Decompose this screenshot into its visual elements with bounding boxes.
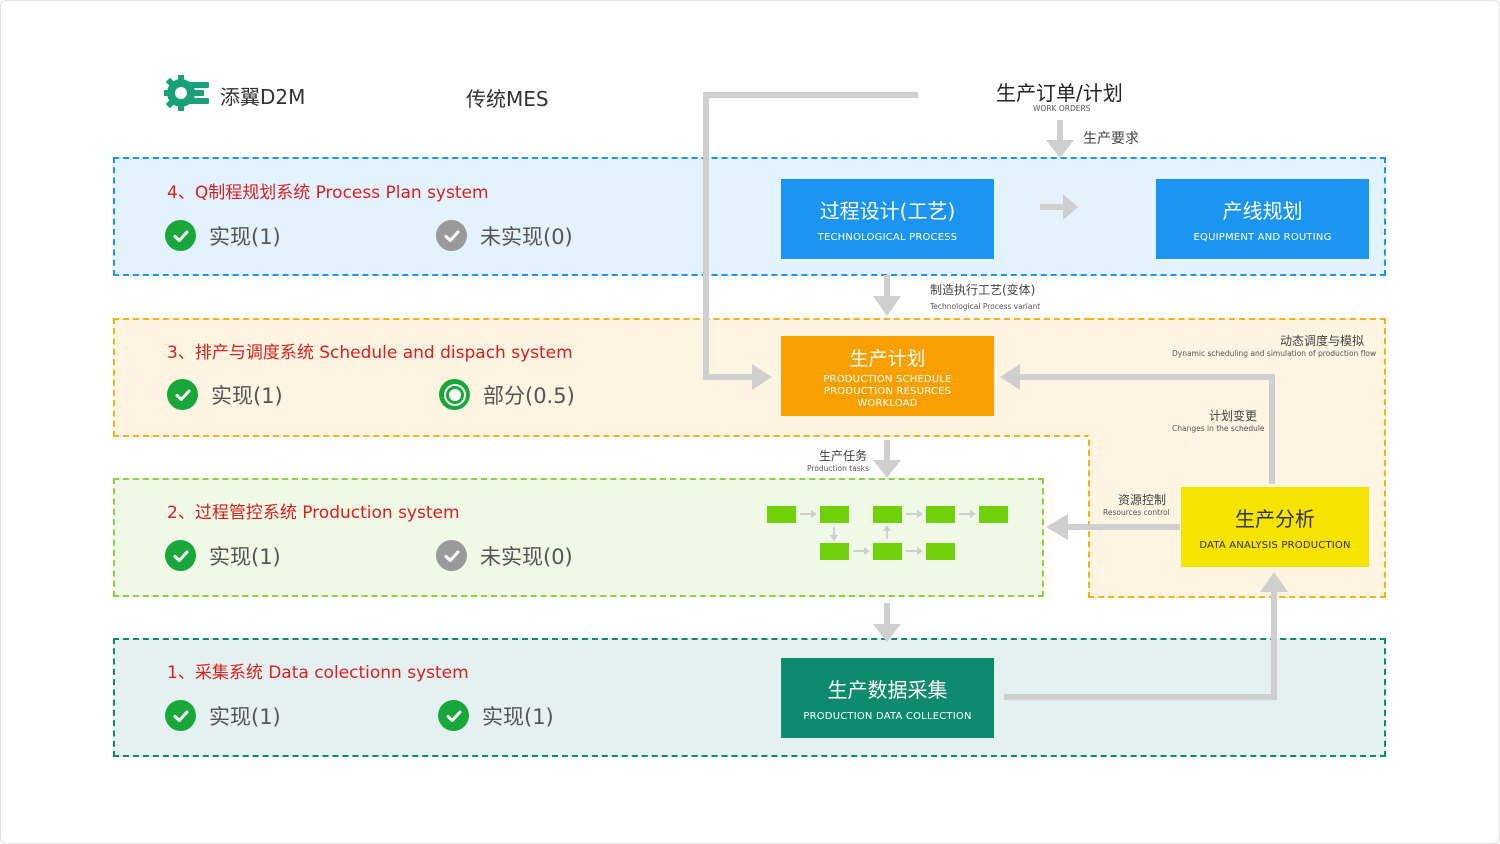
variant-label: 制造执行工艺(变体) [930, 283, 1036, 297]
block [873, 506, 902, 523]
resources-label: 资源控制 [1118, 493, 1167, 507]
box-title: 过程设计(工艺) [819, 199, 956, 223]
changes-label: 计划变更 [1209, 409, 1258, 423]
stat-z2-right: 未实现(0) [436, 540, 573, 571]
box-subtitle: DATA ANALYSIS PRODUCTION [1199, 540, 1351, 551]
tasks-label: 生产任务 [819, 449, 868, 463]
check-gray-icon [436, 220, 467, 251]
stat-z1-left: 实现(1) [165, 700, 281, 731]
box-subtitle-3: WORKLOAD [857, 397, 918, 409]
stat-z4-left: 实现(1) [165, 220, 281, 251]
block [926, 506, 955, 523]
check-icon [438, 700, 469, 731]
box-title: 生产计划 [849, 347, 926, 370]
block [979, 506, 1008, 523]
block [820, 506, 849, 523]
schedule-box: 生产计划 PRODUCTION SCHEDULE PRODUCTION RESU… [781, 336, 994, 416]
stat-label: 未实现(0) [480, 544, 573, 569]
stat-z3-right: 部分(0.5) [439, 379, 575, 410]
variant-sublabel: Technological Process variant [930, 302, 1041, 311]
analysis-box: 生产分析 DATA ANALYSIS PRODUCTION [1181, 487, 1369, 567]
zone-production [113, 478, 1044, 597]
stat-label: 实现(1) [209, 704, 281, 729]
brand-logo-icon [164, 74, 210, 112]
requirement-label: 生产要求 [1083, 131, 1139, 147]
orders-subtitle: WORK ORDERS [1033, 104, 1091, 113]
arrow-analysis-to-schedule [1018, 374, 1275, 484]
orders-title: 生产订单/计划 [996, 81, 1123, 105]
stat-z2-left: 实现(1) [165, 540, 281, 571]
block [926, 543, 955, 560]
stat-label: 实现(1) [482, 704, 554, 729]
arrow-collection-to-analysis [1004, 590, 1277, 700]
resources-sublabel: Resources control [1103, 508, 1170, 517]
stat-z3-left: 实现(1) [167, 379, 283, 410]
stat-label: 部分(0.5) [483, 383, 575, 408]
box-title: 产线规划 [1222, 199, 1303, 223]
tasks-sublabel: Production tasks [807, 464, 869, 473]
stat-z1-right: 实现(1) [438, 700, 554, 731]
process-design-box: 过程设计(工艺) TECHNOLOGICAL PROCESS [781, 179, 994, 259]
collection-box: 生产数据采集 PRODUCTION DATA COLLECTION [781, 658, 994, 738]
arrow-orders-to-schedule [703, 92, 918, 380]
stat-label: 未实现(0) [480, 224, 573, 249]
block [767, 506, 796, 523]
zone-title-process-plan: 4、Q制程规划系统 Process Plan system [167, 183, 489, 203]
box-title: 生产分析 [1235, 507, 1315, 531]
zone-title-collection: 1、采集系统 Data colectionn system [167, 663, 469, 683]
partial-icon [439, 379, 470, 410]
box-subtitle: PRODUCTION DATA COLLECTION [803, 711, 972, 722]
box-subtitle: EQUIPMENT AND ROUTING [1193, 232, 1332, 243]
check-icon [165, 220, 196, 251]
check-icon [165, 540, 196, 571]
box-title: 生产数据采集 [827, 678, 948, 702]
zone-title-production: 2、过程管控系统 Production system [167, 503, 460, 523]
block [820, 543, 849, 560]
box-subtitle-1: PRODUCTION SCHEDULE [823, 373, 952, 385]
stat-label: 实现(1) [211, 383, 283, 408]
box-subtitle-2: PRODUCTION RESURCES [823, 385, 952, 397]
dynamic-sublabel: Dynamic scheduling and simulation of pro… [1172, 349, 1377, 358]
dynamic-label: 动态调度与模拟 [1280, 334, 1365, 348]
compare-label: 传统MES [466, 87, 549, 111]
check-icon [167, 379, 198, 410]
brand-name: 添翼D2M [220, 85, 306, 109]
check-gray-icon [436, 540, 467, 571]
line-planning-box: 产线规划 EQUIPMENT AND ROUTING [1156, 179, 1369, 259]
stat-label: 实现(1) [209, 224, 281, 249]
stat-label: 实现(1) [209, 544, 281, 569]
block [873, 543, 902, 560]
box-subtitle: TECHNOLOGICAL PROCESS [817, 232, 958, 243]
stat-z4-right: 未实现(0) [436, 220, 573, 251]
check-icon [165, 700, 196, 731]
changes-sublabel: Changes in the schedule [1172, 424, 1265, 433]
zone-title-schedule: 3、排产与调度系统 Schedule and dispach system [167, 343, 573, 363]
